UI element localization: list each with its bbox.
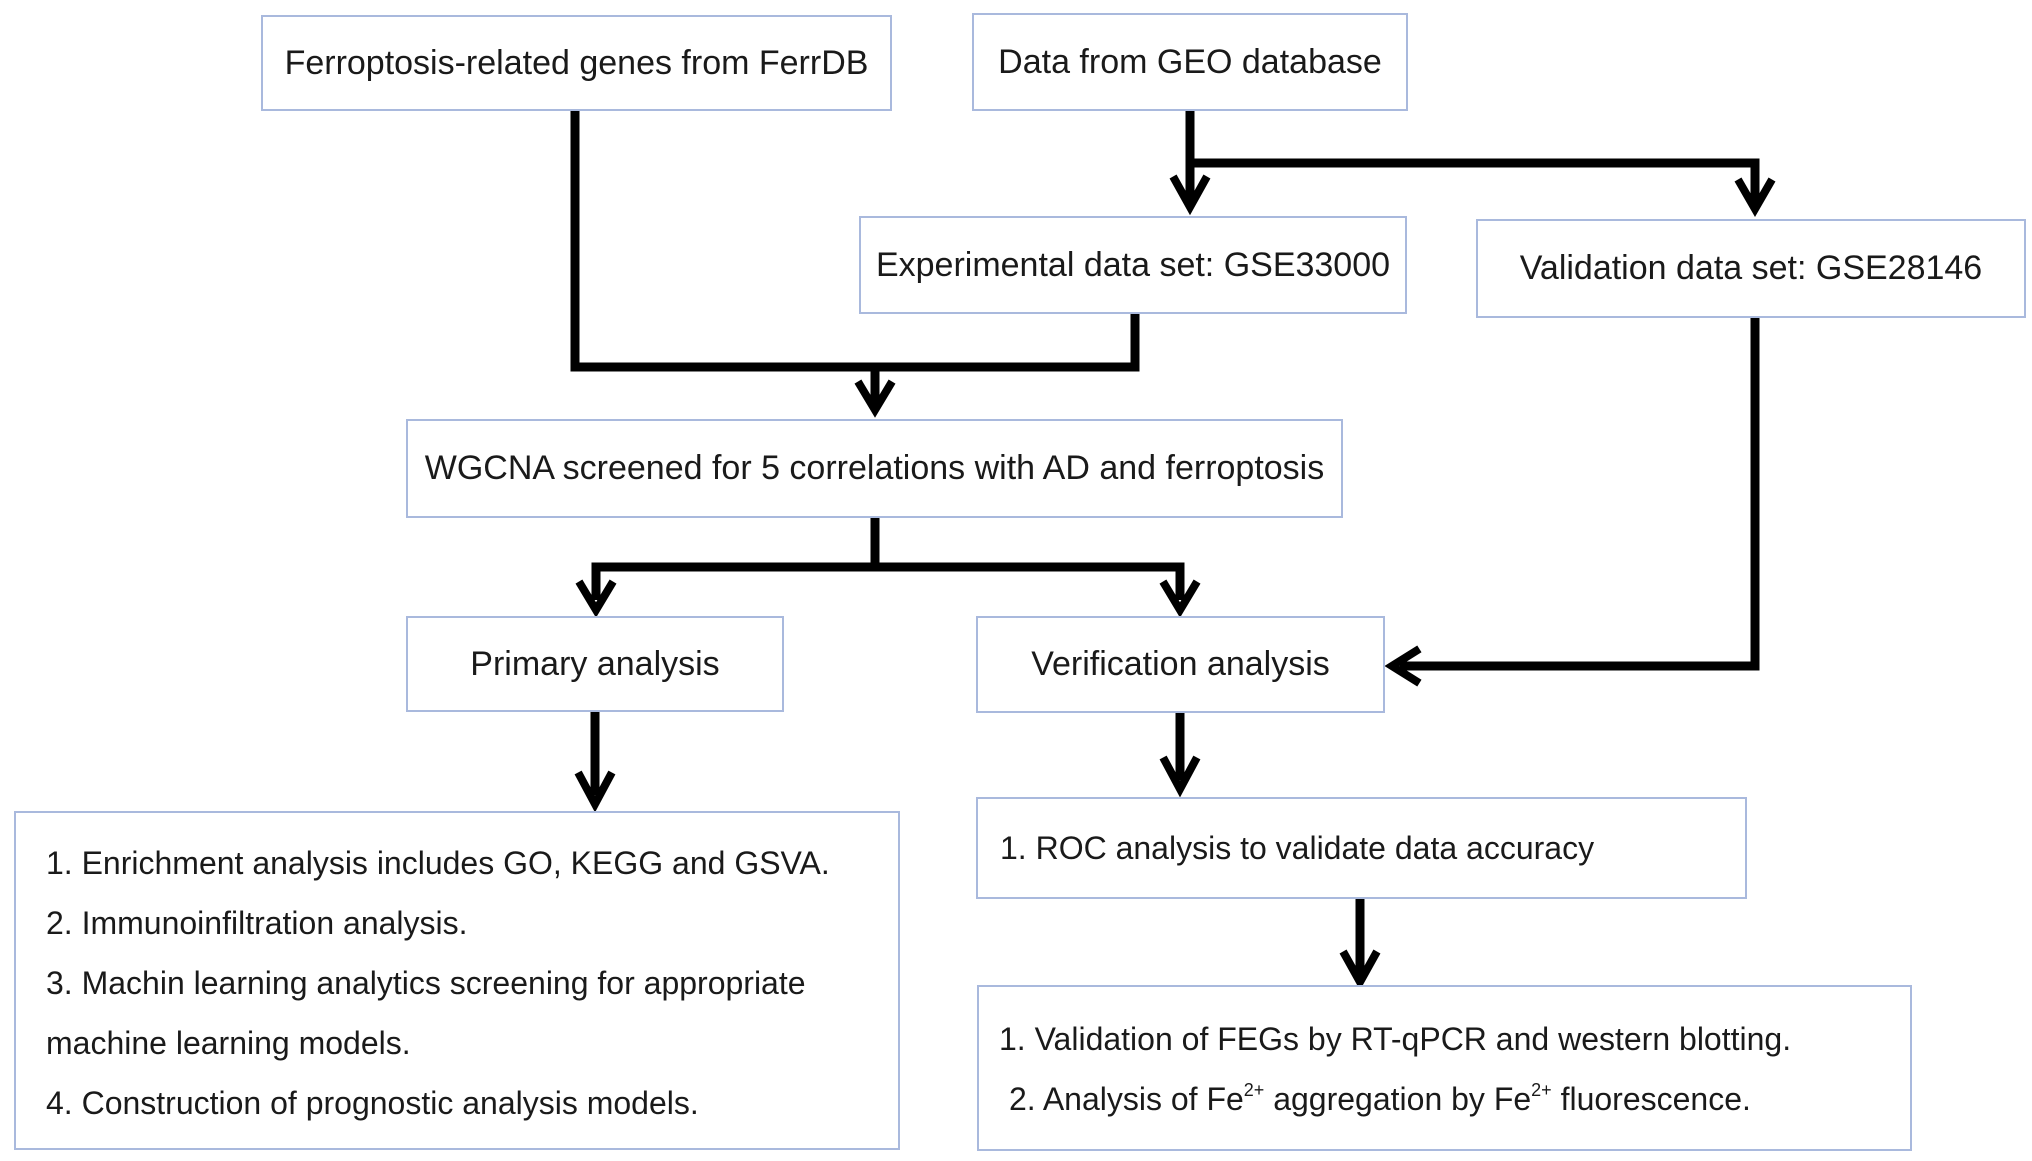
experimental-box: Experimental data set: GSE33000 [859, 216, 1407, 314]
arrowhead-roc [1159, 755, 1201, 798]
verification-label: Verification analysis [1031, 645, 1330, 683]
arrowhead-validation [1734, 177, 1776, 218]
connector-wgcna-to-verification [875, 562, 1185, 600]
verification-box: Verification analysis [976, 616, 1385, 713]
line2-part-c: fluorescence. [1551, 1081, 1751, 1117]
primary-results-box: 1. Enrichment analysis includes GO, KEGG… [14, 811, 900, 1150]
validation-label: Validation data set: GSE28146 [1519, 249, 1983, 287]
final-validation-box: 1. Validation of FEGs by RT-qPCR and wes… [977, 985, 1912, 1151]
line2-part-b: aggregation by Fe [1264, 1081, 1532, 1117]
arrowhead-verification [1159, 579, 1201, 618]
arrowhead-results-left [574, 770, 616, 813]
primary-result-1: 1. Enrichment analysis includes GO, KEGG… [46, 845, 830, 881]
primary-box: Primary analysis [406, 616, 784, 712]
arrowhead-experimental [1169, 174, 1211, 216]
primary-result-3-cont: machine learning models. [46, 1025, 411, 1061]
final-validation-line-1: 1. Validation of FEGs by RT-qPCR and wes… [999, 1021, 1792, 1057]
arrowhead-final [1339, 949, 1381, 991]
roc-label: 1. ROC analysis to validate data accurac… [1000, 829, 1595, 866]
final-validation-line-2: 2. Analysis of Fe2+ aggregation by Fe2+ … [999, 1069, 1910, 1129]
primary-result-4: 4. Construction of prognostic analysis m… [46, 1085, 699, 1121]
primary-result-2: 2. Immunoinfiltration analysis. [46, 905, 468, 941]
arrowhead-verification-left [1384, 645, 1422, 687]
connector-ferrdb-to-wgcna [570, 110, 875, 372]
ferrdb-box: Ferroptosis-related genes from FerrDB [261, 15, 892, 111]
roc-box: 1. ROC analysis to validate data accurac… [976, 797, 1747, 899]
validation-box: Validation data set: GSE28146 [1476, 219, 2026, 318]
connector-experimental-to-wgcna [875, 314, 1140, 372]
line2-part-a: 2. Analysis of Fe [1009, 1081, 1244, 1117]
geo-box: Data from GEO database [972, 13, 1408, 111]
arrowhead-primary [575, 579, 617, 618]
primary-label: Primary analysis [470, 644, 720, 683]
wgcna-box: WGCNA screened for 5 correlations with A… [406, 419, 1343, 518]
connector-validation-to-verification [1400, 318, 1760, 671]
geo-label: Data from GEO database [998, 42, 1382, 81]
superscript-2: 2+ [1531, 1080, 1552, 1100]
connector-geo-to-validation [1190, 158, 1760, 202]
connector-wgcna-to-primary [591, 562, 875, 600]
arrowhead-wgcna [854, 379, 896, 418]
experimental-label: Experimental data set: GSE33000 [875, 245, 1391, 284]
primary-result-3: 3. Machin learning analytics screening f… [46, 965, 806, 1001]
superscript-1: 2+ [1243, 1080, 1265, 1100]
ferrdb-label: Ferroptosis-related genes from FerrDB [284, 43, 869, 82]
wgcna-label: WGCNA screened for 5 correlations with A… [424, 449, 1325, 487]
